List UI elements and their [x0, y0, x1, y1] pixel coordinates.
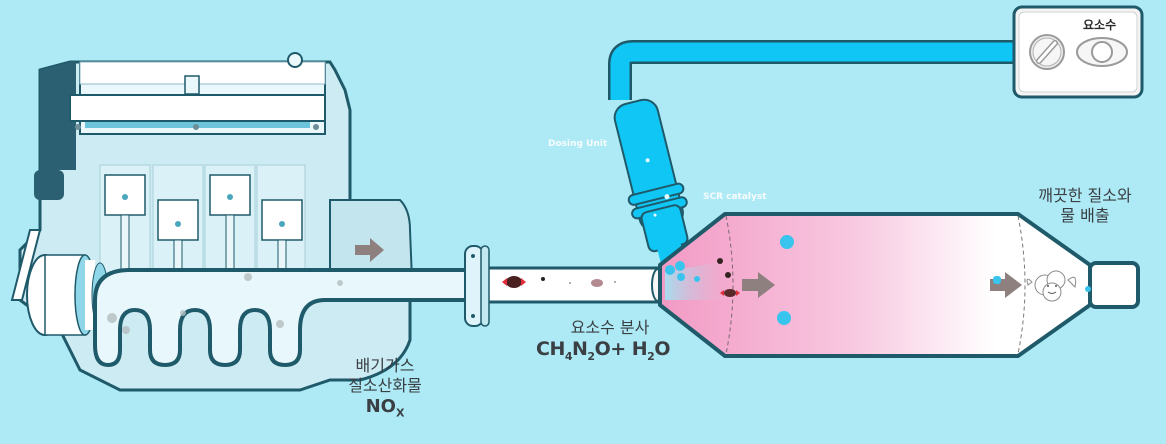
- flow-arrow-catalyst-in: [742, 272, 775, 298]
- exhaust-line2: 질소산화물: [348, 376, 422, 395]
- sight-glass-icon: [1076, 37, 1128, 67]
- urea-tank: [1012, 5, 1144, 99]
- pipe-flange: [464, 245, 490, 327]
- urea-spray-label: 요소수 분사: [570, 318, 650, 337]
- scr-catalyst-label: SCR catalyst: [703, 192, 767, 202]
- flow-arrow-catalyst-out: [990, 272, 1022, 298]
- scr-catalyst: [658, 212, 1140, 358]
- clean-output-line2: 물 배출: [1060, 206, 1110, 225]
- clean-cloud-mascot: [1026, 270, 1077, 302]
- exhaust-manifold: [93, 268, 472, 367]
- exhaust-gas-label: 배기가스 질소산화물 NOX: [335, 356, 435, 420]
- nox-formula: NOX: [365, 396, 405, 420]
- exhaust-pipe: [464, 245, 665, 327]
- pulleys: [26, 254, 111, 336]
- flow-arrow-engine: [355, 238, 384, 262]
- urea-tank-label: 요소수: [1083, 18, 1117, 32]
- dosing-unit-label: Dosing Unit: [548, 139, 608, 149]
- pistons: [104, 174, 303, 281]
- urea-formula: CH4N2O+ H2O: [536, 338, 670, 363]
- cap-icon: [1029, 34, 1065, 70]
- nox-particles: [502, 276, 616, 288]
- urea-supply-line: [608, 40, 1015, 100]
- clean-output-line1: 깨끗한 질소와: [1038, 186, 1132, 205]
- clean-output-label: 깨끗한 질소와 물 배출: [1030, 186, 1140, 226]
- exhaust-line1: 배기가스: [355, 356, 415, 375]
